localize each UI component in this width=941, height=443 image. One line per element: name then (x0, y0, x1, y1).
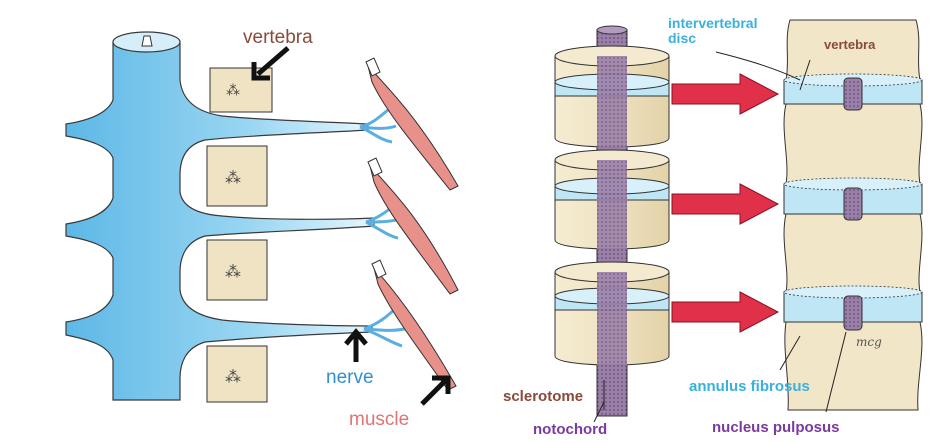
artist-signature: mcg (856, 336, 882, 348)
vertebra-block: ⁂ (210, 68, 272, 112)
sclerotome-segment (555, 150, 669, 250)
red-arrow-icon (672, 292, 778, 332)
black-arrow-icon (346, 332, 366, 362)
vertebra-block: ⁂ (207, 240, 267, 300)
annulus-fibrosus-label: annulus fibrosus (689, 379, 810, 394)
nerve-label: nerve (326, 368, 374, 387)
svg-text:⁂: ⁂ (225, 367, 241, 386)
svg-text:⁂: ⁂ (225, 168, 241, 187)
vertebra-block: ⁂ (207, 146, 267, 206)
intervertebral-disc (784, 178, 922, 220)
red-arrow-icon (672, 74, 778, 114)
central-canal (142, 36, 152, 46)
nerve-branch (360, 110, 396, 142)
red-arrow-icon (672, 184, 778, 224)
vertebra-label: vertebra (824, 38, 875, 51)
svg-text:⁂: ⁂ (225, 262, 241, 281)
sclerotome-label: sclerotome (503, 389, 583, 404)
notochord-label: notochord (533, 422, 607, 437)
nucleus-pulposus-label: nucleus pulposus (712, 420, 840, 435)
vertebra-block: ⁂ (207, 346, 267, 402)
svg-text:⁂: ⁂ (226, 83, 240, 99)
intervertebral-disc-label: intervertebral disc (668, 16, 788, 47)
black-arrow-icon (422, 378, 448, 404)
sclerotome-segment (555, 262, 669, 366)
sclerotome-segment (555, 46, 669, 148)
spinal-cord-panel: ⁂ ⁂ ⁂ ⁂ (66, 32, 458, 404)
muscle-label: muscle (349, 410, 409, 429)
development-panel (555, 20, 922, 422)
vertebra-label: vertebra (243, 28, 313, 47)
vertebral-column (784, 20, 922, 410)
